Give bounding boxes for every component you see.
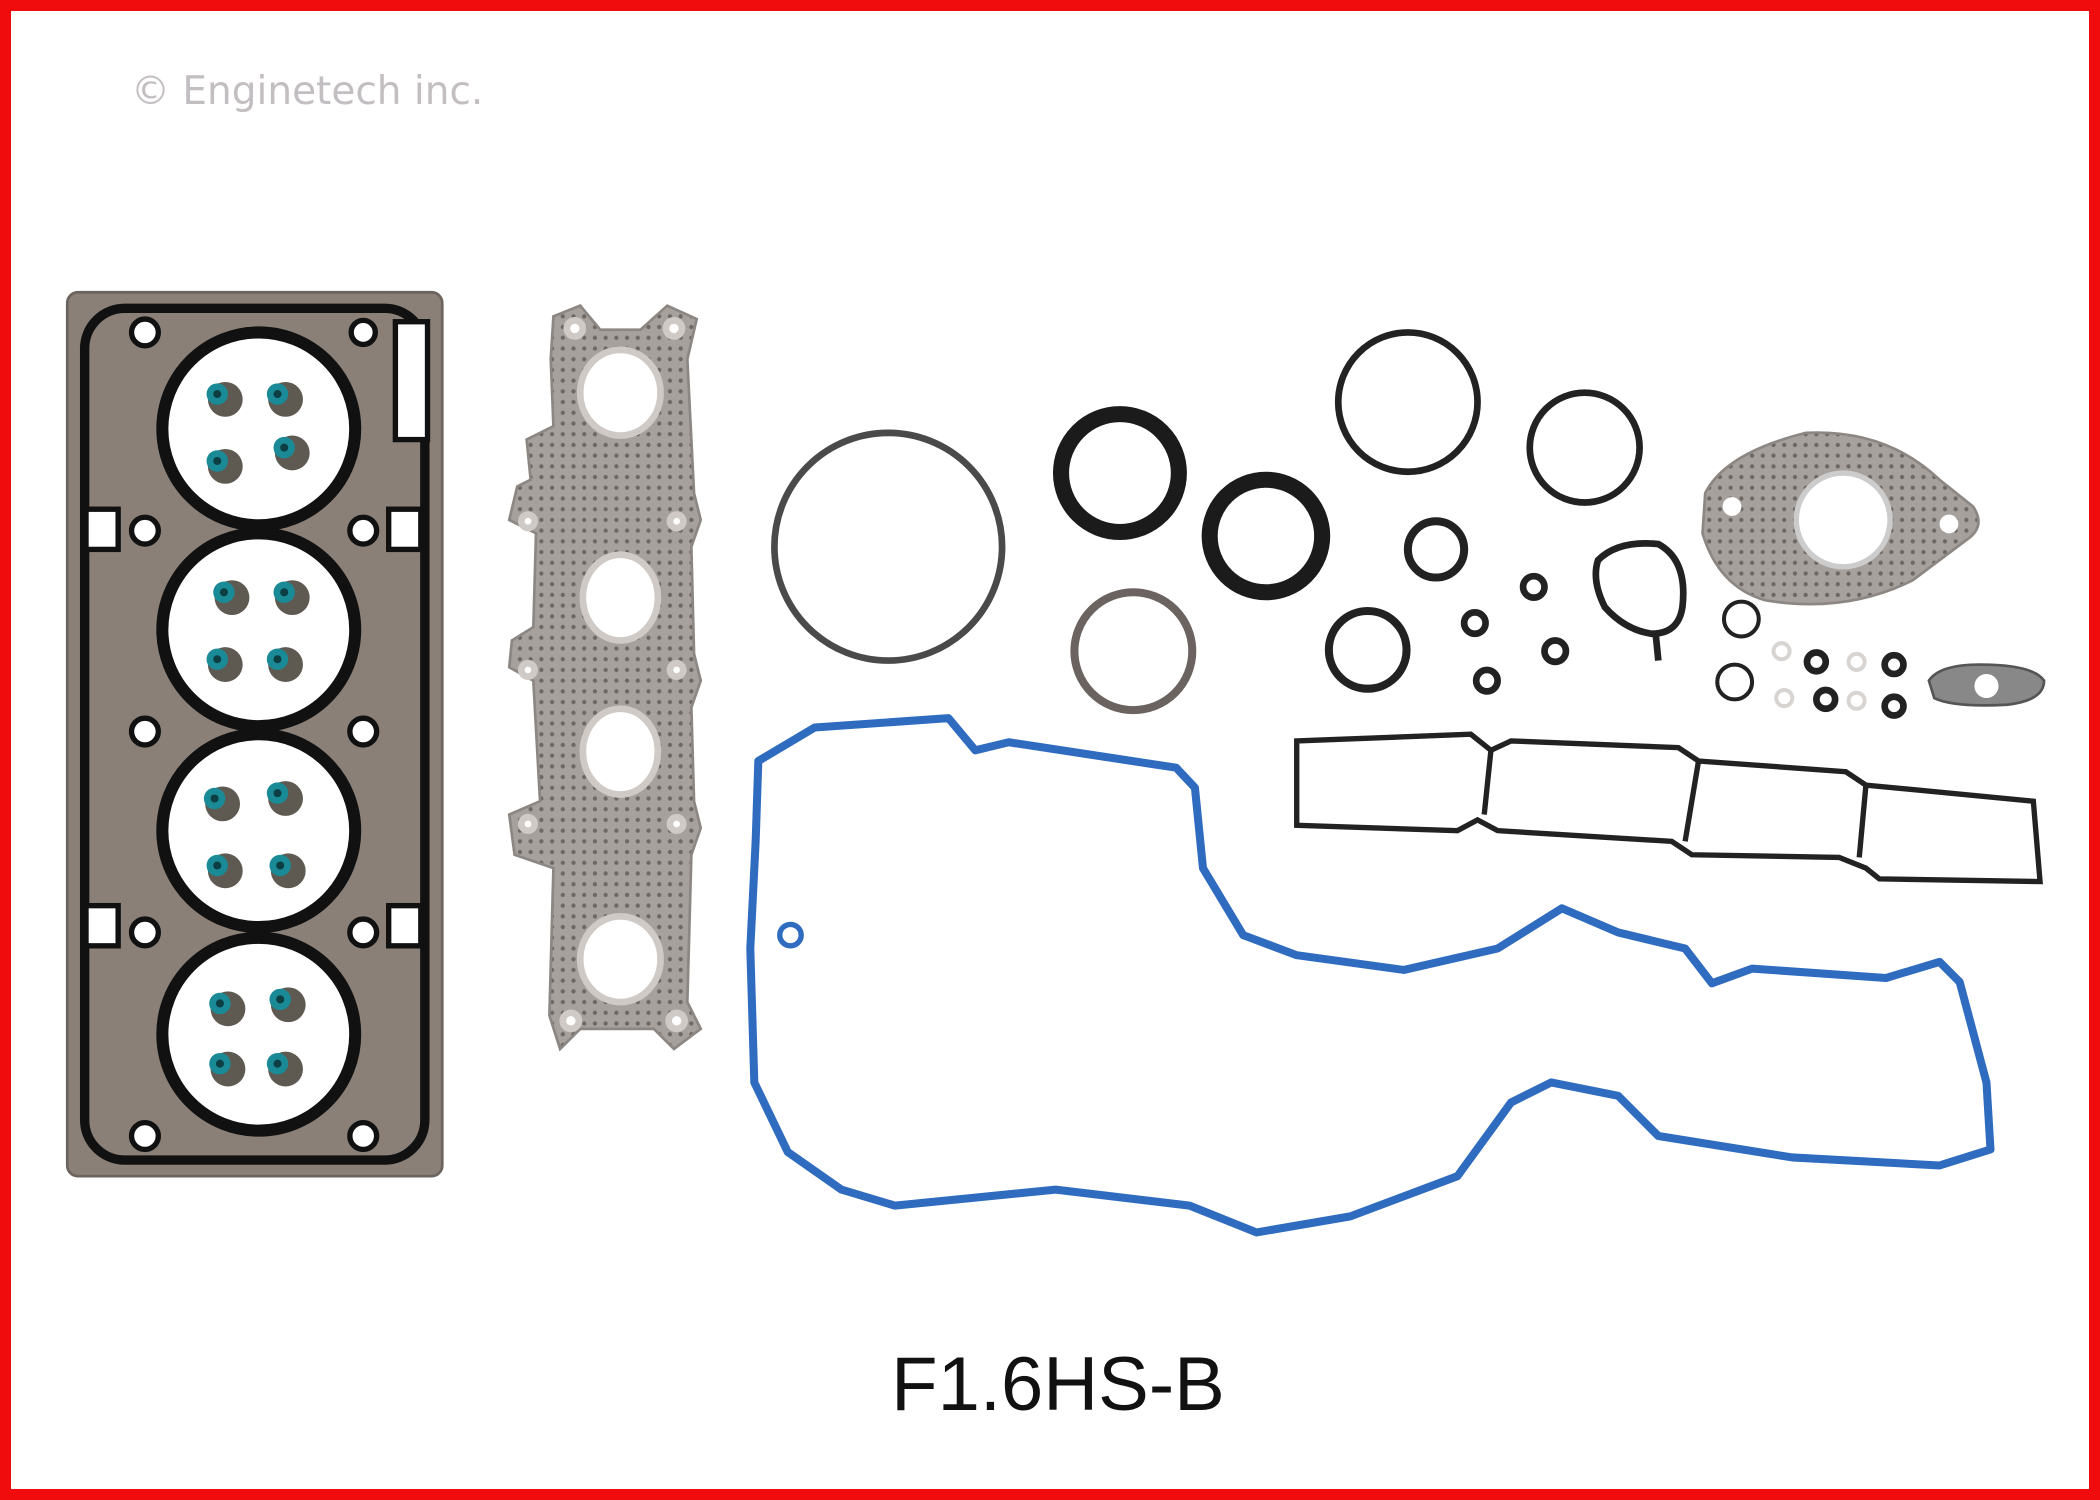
gasket-set-photo — [65, 290, 2046, 1237]
valve-cover-gasket — [746, 714, 1995, 1237]
valve-cover-gasket-tab — [777, 921, 804, 949]
intake-manifold-gasket — [1294, 731, 2043, 885]
o-rings — [771, 329, 1907, 719]
exhaust-flange-gasket — [1701, 431, 2046, 707]
exhaust-manifold-gasket — [507, 304, 703, 1052]
part-number: F1.6HS-B — [891, 1342, 1225, 1427]
cylinder-head-gasket — [65, 290, 444, 1178]
part-number-label: F1.6HS-B — [11, 1341, 2089, 1428]
copyright-watermark: © Enginetech inc. — [131, 69, 484, 114]
